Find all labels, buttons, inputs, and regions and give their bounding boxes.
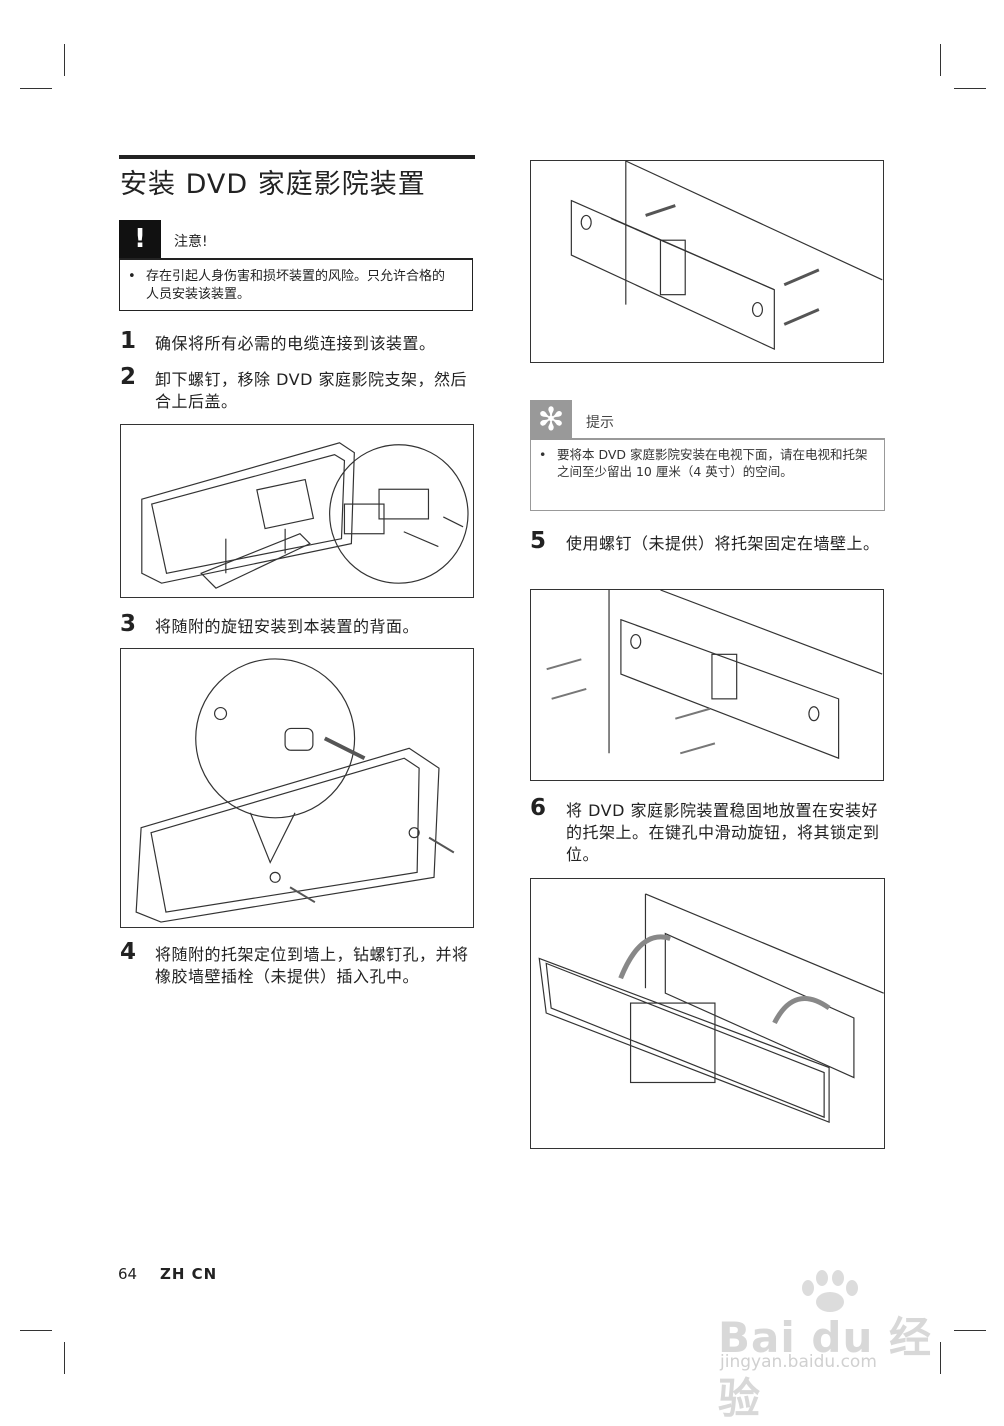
step-number: 4 xyxy=(120,939,137,965)
illustration xyxy=(546,590,883,760)
crop-mark xyxy=(954,1330,986,1331)
section-title: 安装 DVD 家庭影院装置 xyxy=(120,169,426,200)
step-text: 将随附的托架定位到墙上，钻螺钉孔，并将橡胶墙壁插栓（未提供）插入孔中。 xyxy=(155,945,469,986)
watermark-sub: jingyan.baidu.com xyxy=(720,1352,877,1372)
step-number: 5 xyxy=(530,528,547,554)
tip-label: 提示 xyxy=(586,415,614,431)
tip-body: • 要将本 DVD 家庭影院安装在电视下面，请在电视和托架之间至少留出 10 厘… xyxy=(530,440,885,511)
tip-box: ✻ 提示 • 要将本 DVD 家庭影院安装在电视下面，请在电视和托架之间至少留出… xyxy=(530,400,885,512)
crop-mark xyxy=(940,44,941,76)
figure-attach-knob xyxy=(120,648,474,928)
illustration xyxy=(538,893,884,1124)
crop-mark xyxy=(64,1342,65,1374)
crop-mark xyxy=(20,88,52,89)
illustration xyxy=(135,658,455,923)
step-number: 1 xyxy=(120,328,137,354)
paw-icon xyxy=(802,1270,858,1312)
figure-remove-stand xyxy=(120,424,474,598)
figure-mount-unit xyxy=(530,878,885,1149)
illustration xyxy=(141,442,469,589)
baidu-watermark: Bai du 经验 jingyan.baidu.com xyxy=(714,1268,954,1423)
page-language: ZH CN xyxy=(160,1265,218,1283)
exclamation-icon: ! xyxy=(119,220,161,258)
tip-rule xyxy=(530,438,885,440)
caution-item: • 存在引起人身伤害和损坏装置的风险。只允许合格的人员安装该装置。 xyxy=(128,269,446,302)
caution-body: • 存在引起人身伤害和损坏装置的风险。只允许合格的人员安装该装置。 xyxy=(119,260,473,311)
crop-mark xyxy=(20,1330,52,1331)
step-text: 使用螺钉（未提供）将托架固定在墙壁上。 xyxy=(566,534,880,553)
step-text: 确保将所有必需的电缆连接到该装置。 xyxy=(155,334,436,353)
crop-mark xyxy=(64,44,65,76)
title-rule xyxy=(119,155,475,159)
caution-label: 注意! xyxy=(174,234,208,250)
step-text: 将随附的旋钮安装到本装置的背面。 xyxy=(155,617,420,636)
step-text: 将 DVD 家庭影院装置稳固地放置在安装好的托架上。在键孔中滑动旋钮，将其锁定到… xyxy=(566,801,880,864)
step-text: 卸下螺钉，移除 DVD 家庭影院支架，然后合上后盖。 xyxy=(155,370,467,411)
caution-box: ! 注意! • 存在引起人身伤害和损坏装置的风险。只允许合格的人员安装该装置。 xyxy=(119,220,473,311)
illustration xyxy=(570,161,883,351)
caution-rule xyxy=(119,258,473,260)
step-number: 3 xyxy=(120,611,137,637)
figure-fix-bracket xyxy=(530,589,884,781)
watermark-main: Bai du 经验 xyxy=(718,1313,932,1423)
tip-item: • 要将本 DVD 家庭影院安装在电视下面，请在电视和托架之间至少留出 10 厘… xyxy=(539,447,868,479)
figure-bracket-wall xyxy=(530,160,884,363)
step-number: 6 xyxy=(530,795,547,821)
crop-mark xyxy=(954,88,986,89)
step-number: 2 xyxy=(120,364,137,390)
crop-mark xyxy=(940,1342,941,1374)
asterisk-icon: ✻ xyxy=(530,400,572,438)
page-number: 64 xyxy=(118,1265,138,1283)
